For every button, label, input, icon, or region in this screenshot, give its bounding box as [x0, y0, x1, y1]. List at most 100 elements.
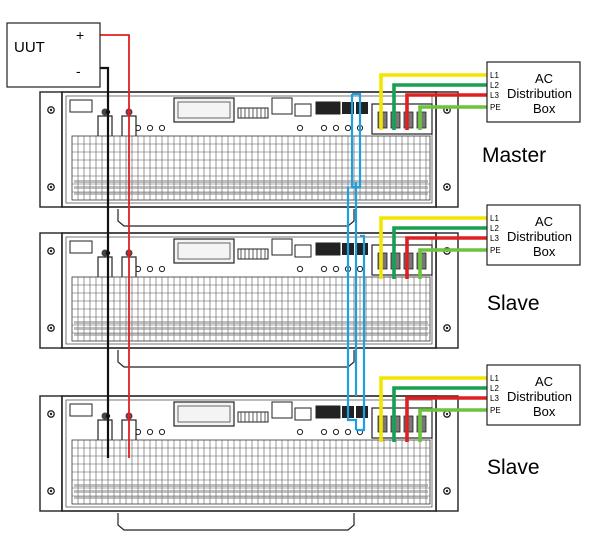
phase-label-l2: L2	[490, 224, 499, 233]
negative-tap	[105, 413, 111, 419]
interface-panel-inner	[177, 101, 231, 119]
ac-wire-l1	[379, 73, 487, 130]
panel-screw	[146, 428, 154, 436]
phase-label-l2: L2	[490, 81, 499, 90]
negative-tap	[105, 250, 111, 256]
positive-tap	[126, 109, 132, 115]
phase-label-l3: L3	[490, 91, 499, 100]
uut-minus-label: -	[76, 63, 81, 79]
phase-label-l3: L3	[490, 234, 499, 243]
rack-screw-center	[445, 412, 449, 416]
ac-wire-pe	[418, 248, 487, 279]
unit-foot	[117, 513, 355, 531]
sense-connector	[69, 99, 93, 113]
rack-screw-center	[445, 108, 449, 112]
phase-label-l2: L2	[490, 384, 499, 393]
uut-box: UUT + -	[6, 22, 101, 88]
power-supply-unit-3	[39, 395, 459, 531]
ac-box-title-line1: AC	[535, 374, 553, 389]
ac-box-frame	[486, 204, 581, 266]
rack-screw-center	[49, 412, 53, 416]
ac-wire-l3	[405, 236, 487, 279]
panel-screw	[332, 428, 340, 436]
network-port	[315, 242, 341, 256]
slave-label-1: Slave	[487, 292, 540, 315]
vent-band	[74, 192, 428, 195]
negative-tap	[105, 109, 111, 115]
interface-panel	[173, 97, 235, 123]
network-port	[315, 101, 341, 115]
panel-screw	[320, 265, 328, 273]
network-port	[315, 405, 341, 419]
ac-wire-l2	[392, 226, 487, 279]
vent-band	[74, 327, 428, 330]
phase-label-l1: L1	[490, 374, 499, 383]
panel-screw	[296, 428, 304, 436]
ac-wire-l2	[392, 83, 487, 130]
port	[271, 238, 293, 256]
port	[271, 97, 293, 115]
chassis-inner-frame	[65, 399, 433, 508]
vent-band	[74, 333, 428, 336]
link-cable-slave	[356, 234, 366, 432]
vent-band	[74, 186, 428, 189]
phase-label-l3: L3	[490, 394, 499, 403]
ac-box-title-line2: Distribution	[507, 389, 572, 404]
phase-label-pe: PE	[490, 246, 501, 255]
positive-tap	[126, 413, 132, 419]
ac-wire-l3	[405, 396, 487, 442]
rack-screw-center	[49, 249, 53, 253]
phase-label-l1: L1	[490, 214, 499, 223]
ac-box-title-line2: Distribution	[507, 86, 572, 101]
vent-band	[74, 484, 428, 487]
ac-box-title-line3: Box	[533, 101, 556, 116]
panel-screw	[332, 124, 340, 132]
ac-distribution-boxes: ACDistributionBoxL1L2L3PEACDistributionB…	[379, 61, 581, 442]
panel-screw	[296, 124, 304, 132]
rack-screw-center	[49, 326, 53, 330]
panel-screw	[344, 428, 352, 436]
link-port-b	[356, 102, 368, 114]
sense-connector	[69, 403, 93, 417]
ac-wire-l2	[392, 386, 487, 442]
port	[294, 244, 312, 258]
panel-screw	[158, 428, 166, 436]
panel-screw	[158, 124, 166, 132]
positive-output-wire	[100, 34, 130, 458]
ac-wire-l1	[379, 376, 487, 442]
rack-screw-center	[49, 185, 53, 189]
sense-connector	[69, 240, 93, 254]
phase-label-pe: PE	[490, 406, 501, 415]
slave-label-2: Slave	[487, 456, 540, 479]
panel-screw	[146, 124, 154, 132]
interface-panel-inner	[177, 405, 231, 423]
power-supply-stack	[39, 91, 459, 531]
power-supply-unit-2	[39, 232, 459, 368]
vent-band	[74, 180, 428, 183]
panel-screw	[146, 265, 154, 273]
link-cable-master	[350, 92, 362, 189]
ac-box-title-line1: AC	[535, 214, 553, 229]
positive-tap	[126, 250, 132, 256]
vent-band	[74, 321, 428, 324]
master-label: Master	[482, 144, 546, 167]
ac-box-frame	[486, 364, 581, 426]
ac-wire-pe	[418, 408, 487, 442]
ac-box-title-line3: Box	[533, 244, 556, 259]
uut-label: UUT	[14, 39, 45, 56]
panel-screw	[158, 265, 166, 273]
ventilation-grid	[71, 135, 431, 201]
rack-screw-center	[49, 489, 53, 493]
interface-panel-inner	[177, 242, 231, 260]
ac-wire-l3	[405, 93, 487, 130]
chassis-inner-frame	[65, 236, 433, 345]
link-port-b	[356, 243, 368, 255]
port	[294, 103, 312, 117]
chassis-inner-frame	[65, 95, 433, 204]
ac-wire-l1	[379, 216, 487, 279]
ac-box-title-line2: Distribution	[507, 229, 572, 244]
panel-screw	[320, 428, 328, 436]
panel-screw	[320, 124, 328, 132]
